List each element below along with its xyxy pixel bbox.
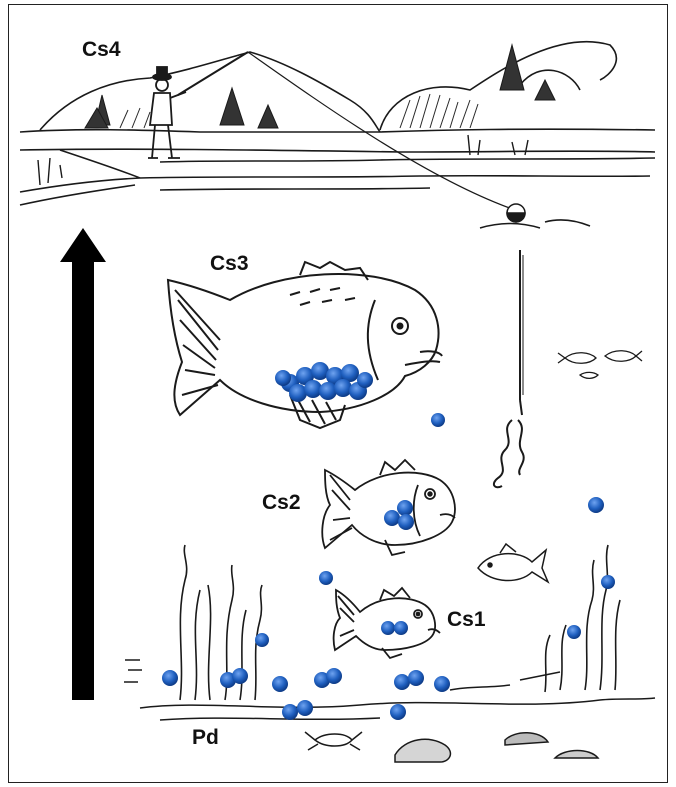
particle-cluster-cs3	[275, 362, 373, 402]
trophic-arrow	[60, 228, 106, 700]
hook-worm-icon	[494, 400, 524, 487]
landscape	[20, 42, 655, 228]
label-cs3: Cs3	[210, 252, 249, 276]
bush-icons	[120, 94, 478, 128]
fisherman-icon	[148, 52, 515, 210]
bobber-icon	[507, 204, 525, 400]
medium-fish-cs2-icon	[322, 460, 455, 555]
large-fish-cs3-icon	[168, 262, 442, 428]
particle-cluster-cs1	[381, 621, 408, 635]
small-fish-school-icon	[558, 351, 642, 379]
particle-cluster-cs2	[384, 500, 414, 530]
label-cs1: Cs1	[447, 608, 486, 632]
label-cs4: Cs4	[82, 38, 121, 62]
small-fish-icon	[478, 544, 548, 582]
label-cs2: Cs2	[262, 491, 301, 515]
label-pd: Pd	[192, 726, 219, 750]
particles-water	[255, 413, 615, 647]
particles-sediment	[162, 668, 450, 720]
